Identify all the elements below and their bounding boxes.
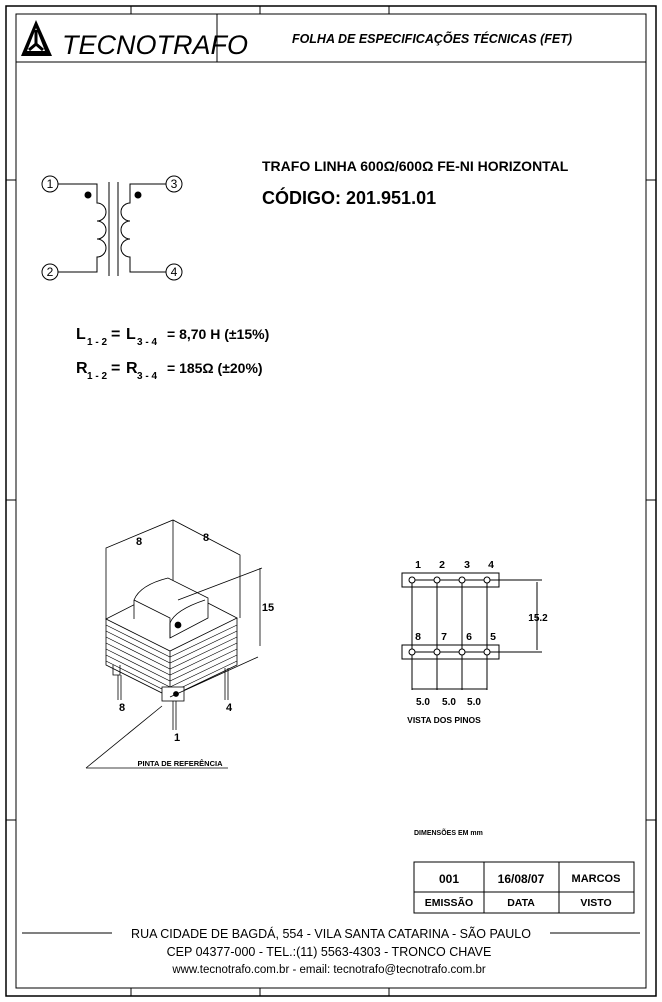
visto-value: MARCOS bbox=[572, 873, 621, 885]
units-note: DIMENSÕES EM mm bbox=[414, 828, 483, 837]
footer-address: RUA CIDADE DE BAGDÁ, 554 - VILA SANTA CA… bbox=[131, 926, 531, 941]
pin-number: 2 bbox=[439, 559, 445, 571]
pin-label: 2 bbox=[47, 265, 54, 279]
data-header: DATA bbox=[507, 897, 535, 909]
specs: L 1 - 2 = L 3 - 4 = 8,70 H (±15%) R 1 - … bbox=[76, 326, 269, 382]
iso-pin-label: 1 bbox=[174, 732, 180, 744]
pin-view-caption: VISTA DOS PINOS bbox=[407, 715, 481, 725]
pin-number: 6 bbox=[466, 631, 472, 643]
revision-table bbox=[413, 861, 635, 914]
svg-text:L: L bbox=[126, 326, 136, 343]
svg-text:R: R bbox=[126, 360, 138, 377]
pin-number: 4 bbox=[488, 559, 494, 571]
svg-text:L: L bbox=[76, 326, 86, 343]
dim-width-a: 8 bbox=[136, 536, 142, 548]
logo-text: TECNOTRAFO bbox=[62, 30, 248, 60]
pin-label: 3 bbox=[171, 177, 178, 191]
inner-border bbox=[15, 13, 647, 989]
emissao-value: 001 bbox=[439, 872, 459, 886]
isometric-drawing bbox=[85, 519, 263, 769]
svg-text:=: = bbox=[111, 326, 120, 343]
pin-number: 5 bbox=[490, 631, 496, 643]
transformer-schematic: 1 2 3 4 bbox=[41, 175, 183, 281]
svg-text:R: R bbox=[76, 360, 88, 377]
product-code: CÓDIGO: 201.951.01 bbox=[262, 187, 436, 208]
svg-text:1 - 2: 1 - 2 bbox=[87, 337, 107, 348]
doc-title: FOLHA DE ESPECIFICAÇÕES TÉCNICAS (FET) bbox=[292, 31, 572, 46]
iso-pin-label: 4 bbox=[226, 702, 233, 714]
svg-text:3 - 4: 3 - 4 bbox=[137, 371, 157, 382]
dim-width-b: 8 bbox=[203, 532, 209, 544]
pitch: 5.0 bbox=[467, 697, 481, 708]
pitch: 5.0 bbox=[416, 697, 430, 708]
frame-ticks bbox=[6, 6, 656, 996]
outer-border bbox=[5, 5, 657, 997]
inductance-value: = 8,70 H (±15%) bbox=[167, 326, 269, 342]
iso-pin-label: 8 bbox=[119, 702, 125, 714]
row-spacing: 15.2 bbox=[528, 613, 548, 624]
emissao-header: EMISSÃO bbox=[425, 896, 473, 909]
data-value: 16/08/07 bbox=[498, 872, 545, 886]
svg-text:3 - 4: 3 - 4 bbox=[137, 337, 157, 348]
svg-text:=: = bbox=[111, 360, 120, 377]
svg-text:1 - 2: 1 - 2 bbox=[87, 371, 107, 382]
pin-number: 8 bbox=[415, 631, 421, 643]
footer-contact: CEP 04377-000 - TEL.:(11) 5563-4303 - TR… bbox=[167, 945, 492, 959]
logo-icon bbox=[21, 20, 52, 56]
pin-view bbox=[401, 572, 542, 690]
pin-number: 7 bbox=[441, 631, 447, 643]
footer-web: www.tecnotrafo.com.br - email: tecnotraf… bbox=[171, 964, 486, 976]
reference-label: PINTA DE REFERÊNCIA bbox=[137, 759, 223, 768]
pin-label: 4 bbox=[171, 265, 178, 279]
visto-header: VISTO bbox=[580, 897, 611, 909]
pin-label: 1 bbox=[47, 177, 54, 191]
resistance-value: = 185Ω (±20%) bbox=[167, 360, 263, 376]
product-description: TRAFO LINHA 600Ω/600Ω FE-NI HORIZONTAL bbox=[262, 158, 569, 174]
pin-number: 1 bbox=[415, 559, 421, 571]
pitch: 5.0 bbox=[442, 697, 456, 708]
dim-height: 15 bbox=[262, 602, 274, 614]
pin-number: 3 bbox=[464, 559, 470, 571]
